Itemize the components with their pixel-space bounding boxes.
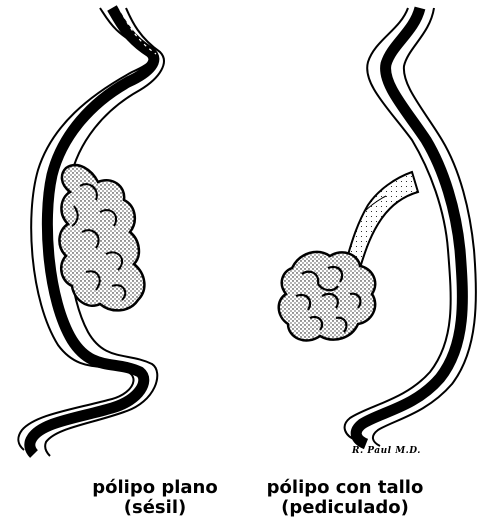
sessile-polyp-caption-line1: pólipo plano — [55, 478, 255, 498]
artist-signature: R. Paul M.D. — [352, 446, 421, 456]
sessile-polyp — [59, 165, 144, 310]
pedunculated-polyp-caption: pólipo con tallo (pediculado) — [245, 478, 445, 518]
sessile-polyp-caption: pólipo plano (sésil) — [55, 478, 255, 518]
pedunculated-polyp-caption-line2: (pediculado) — [245, 498, 445, 518]
sessile-polyp-caption-line2: (sésil) — [55, 498, 255, 518]
polyp-stalk — [346, 172, 418, 268]
pedunculated-polyp-caption-line1: pólipo con tallo — [245, 478, 445, 498]
pedunculated-polyp — [279, 252, 375, 340]
